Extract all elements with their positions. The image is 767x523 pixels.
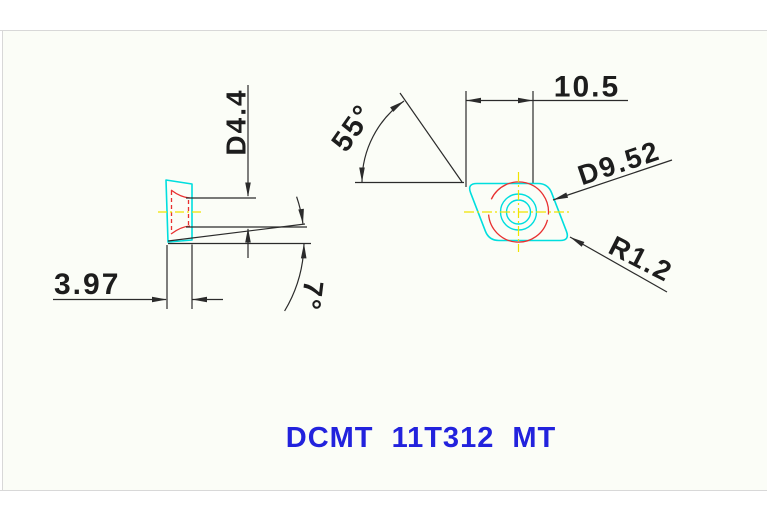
- inscribed-circle-arcs: [487, 181, 550, 243]
- dim-thickness-lines: [53, 244, 223, 309]
- arrowhead: [298, 208, 304, 224]
- dim-clearance-angle-label: 7°: [295, 279, 330, 313]
- arrowhead: [359, 167, 365, 182]
- side-view: D4.4 7° 3.97: [53, 85, 329, 313]
- drawing-sheet: [2, 30, 767, 490]
- dim-inscribed-diameter-leader: [552, 159, 673, 201]
- arrowhead: [192, 296, 207, 303]
- side-view-outline: [165, 179, 193, 243]
- arrowhead: [245, 228, 251, 243]
- arrowhead: [152, 296, 167, 303]
- arrowhead: [245, 182, 251, 197]
- arrowhead: [553, 192, 569, 200]
- front-view-centerlines: [464, 172, 572, 252]
- arrowhead: [570, 237, 585, 247]
- dim-width-lines: [465, 91, 628, 187]
- arrowhead: [390, 101, 404, 112]
- sheet-border: [0, 30, 767, 491]
- dim-hole-diameter-label: D4.4: [221, 88, 252, 155]
- dim-corner-radius-leader: [569, 236, 668, 293]
- drawing-title: DCMT 11T312 MT: [286, 422, 557, 454]
- arrowhead: [518, 97, 533, 104]
- front-view-outline: [468, 182, 569, 242]
- arrowhead: [300, 243, 307, 259]
- dim-width-label: 10.5: [554, 71, 620, 104]
- arrowhead: [466, 97, 481, 104]
- dim-thickness-label: 3.97: [54, 268, 120, 301]
